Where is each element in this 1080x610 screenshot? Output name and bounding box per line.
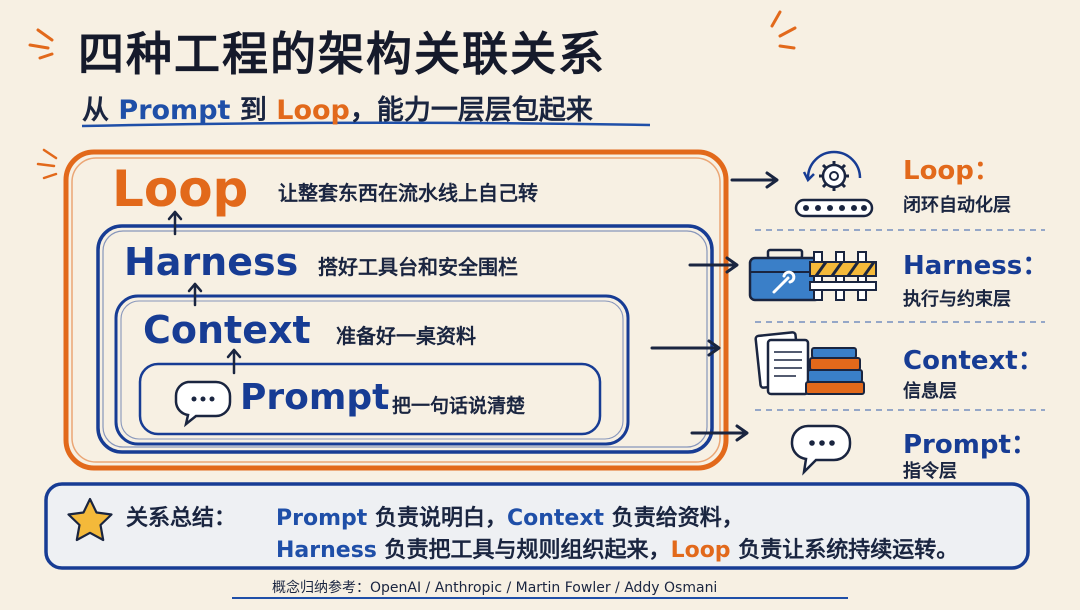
loop-box — [63, 149, 729, 471]
arrow-up-context-to-harness — [187, 282, 203, 307]
loop-box-inner-line — [71, 157, 721, 463]
summary-line2-t1: 负责把工具与规则组织起来， — [376, 538, 671, 563]
arrow-to-prompt — [690, 424, 749, 442]
right-prompt-name: Prompt： — [903, 430, 1037, 460]
summary-line2-t2: 负责让系统持续运转。 — [730, 538, 959, 563]
arrow-to-context — [650, 339, 721, 357]
loop-layer-desc: 让整套东西在流水线上自己转 — [278, 181, 538, 205]
up-arrows — [167, 210, 242, 375]
summary-line-1: Prompt 负责说明白，Context 负责给资料， — [276, 500, 744, 532]
title-sparkle-right — [770, 10, 797, 50]
arrow-to-harness — [688, 256, 739, 274]
summary-title: 关系总结： — [126, 506, 237, 531]
arrow-up-harness-to-loop — [167, 210, 183, 236]
context-layer-desc: 准备好一桌资料 — [336, 324, 476, 348]
summary-box — [44, 482, 1030, 570]
context-box — [114, 294, 630, 446]
subtitle-part2: 到 — [239, 95, 267, 126]
right-context-name: Context： — [903, 346, 1044, 376]
harness-box — [96, 224, 714, 454]
summary-prompt: Prompt — [276, 506, 368, 531]
prompt-layer-label: Prompt — [240, 377, 390, 418]
right-loop-name: Loop： — [903, 156, 1000, 186]
summary-line1-t1: 负责说明白， — [367, 506, 507, 531]
summary-harness: Harness — [276, 538, 377, 563]
loop-layer-label: Loop — [112, 160, 249, 218]
summary-line-2: Harness 负责把工具与规则组织起来，Loop 负责让系统持续运转。 — [276, 532, 958, 564]
documents-books-icon — [754, 331, 865, 396]
footnote: 概念归纳参考：OpenAI / Anthropic / Martin Fowle… — [272, 580, 718, 596]
page-title: 四种工程的架构关联关系 — [78, 27, 606, 81]
summary-line1-t2: 负责给资料， — [604, 506, 744, 531]
context-box-inner-line — [120, 300, 624, 440]
harness-box-inner-line — [102, 230, 708, 448]
right-arrows — [650, 171, 779, 442]
summary-loop: Loop — [670, 538, 731, 563]
page-subtitle: 从 Prompt 到 Loop，能力一层层包起来 — [82, 88, 593, 127]
right-prompt-desc: 指令层 — [903, 461, 957, 482]
summary-context: Context — [506, 506, 605, 531]
right-harness-name: Harness： — [903, 251, 1049, 281]
harness-layer-label: Harness — [124, 240, 299, 284]
title-sparkle-left — [28, 28, 54, 60]
right-loop-desc: 闭环自动化层 — [903, 195, 1011, 216]
loop-sparkle — [36, 148, 58, 180]
right-context-desc: 信息层 — [903, 381, 957, 402]
context-layer-label: Context — [143, 308, 311, 352]
subtitle-loop: Loop — [276, 95, 350, 126]
arrow-to-loop — [730, 171, 779, 189]
right-separators — [755, 229, 1045, 411]
subtitle-part1: 从 — [82, 95, 109, 126]
star-icon — [67, 497, 113, 542]
speech-bubble-icon — [790, 424, 852, 476]
subtitle-part3: ，能力一层层包起来 — [349, 95, 593, 126]
prompt-layer-desc: 把一句话说清楚 — [392, 395, 526, 417]
subtitle-underline — [81, 121, 651, 128]
chat-bubble-icon — [174, 380, 232, 428]
toolbox-fence-icon — [748, 248, 877, 302]
subtitle-prompt: Prompt — [118, 95, 231, 126]
prompt-box — [138, 362, 602, 436]
right-harness-desc: 执行与约束层 — [903, 289, 1011, 310]
arrow-up-prompt-to-context — [226, 348, 242, 375]
harness-layer-desc: 搭好工具台和安全围栏 — [318, 255, 518, 279]
conveyor-gear-icon — [794, 150, 874, 218]
